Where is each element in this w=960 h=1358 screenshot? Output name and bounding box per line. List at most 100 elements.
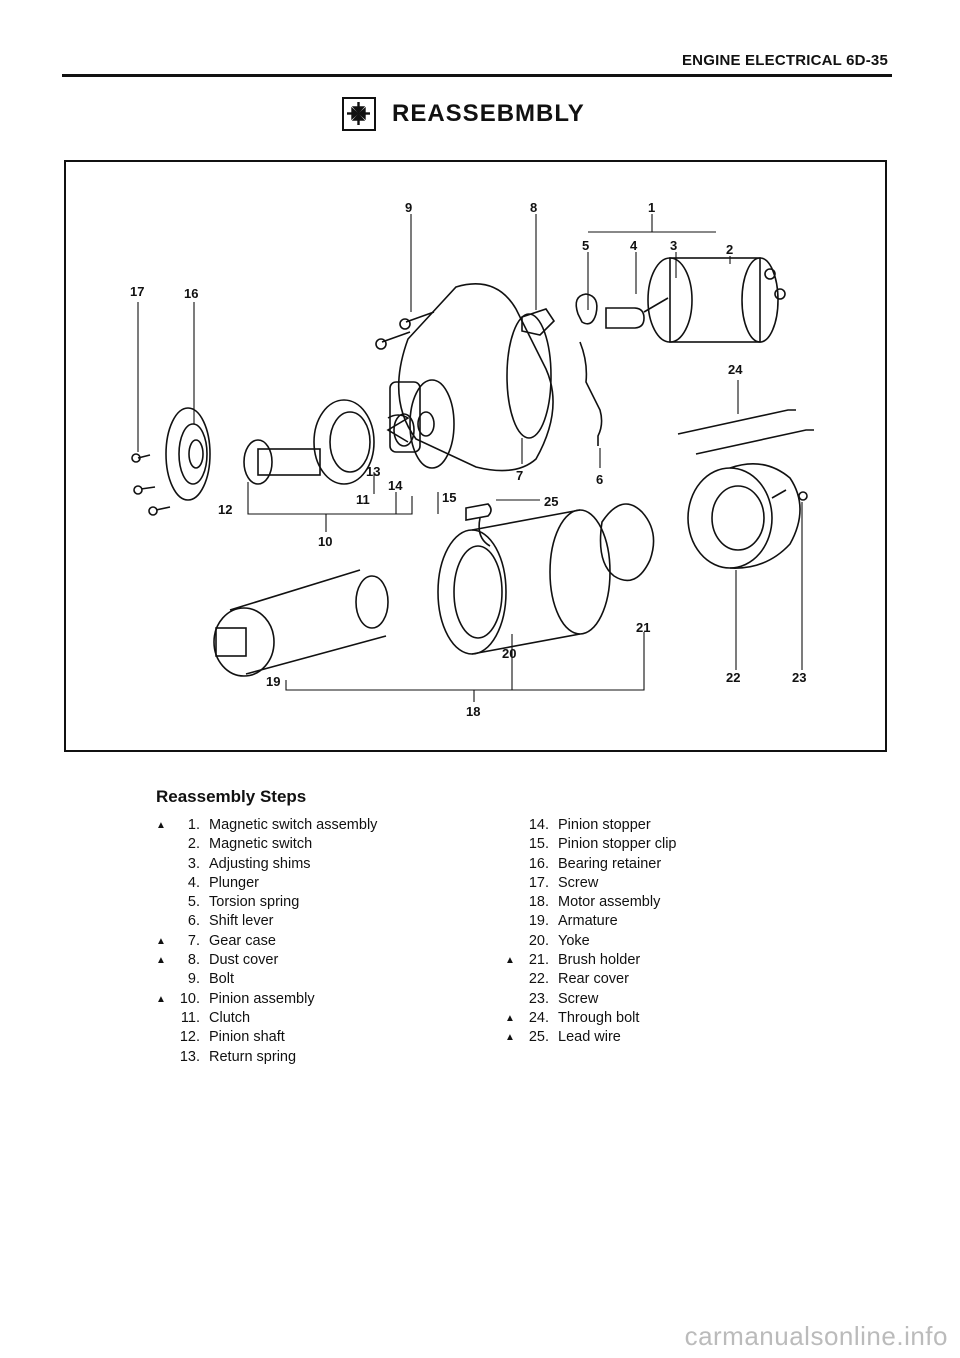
important-marker-icon [505,835,518,854]
page-header: ENGINE ELECTRICAL 6D-35 [681,52,888,69]
screw-23-shapes [771,489,808,501]
important-marker-icon: ▲ [156,993,166,1005]
step-number: 6. [187,913,200,930]
step-item: ▲7.Gear case [156,932,377,951]
callout-1: 1 [648,200,655,215]
important-marker-icon [156,1009,169,1028]
exploded-view-diagram: 9 8 1 5 4 3 2 17 16 24 13 14 7 6 11 15 2… [64,160,887,752]
step-number: 9. [187,971,200,988]
important-marker-icon [156,970,169,989]
step-item: 20.Yoke [505,932,677,951]
step-number: 17. [528,874,549,891]
step-number: 18. [528,894,549,911]
step-label: Screw [558,874,599,891]
brush-holder-shape [599,503,655,582]
important-marker-icon [156,835,169,854]
step-label: Lead wire [558,1029,621,1046]
step-number: 8. [187,952,200,969]
callout-10: 10 [318,534,332,549]
gear-case-shape [389,283,554,472]
step-number: 5. [187,894,200,911]
header-rule [62,74,892,77]
step-item: ▲8.Dust cover [156,951,377,970]
step-label: Adjusting shims [209,855,311,872]
starter-exploded-illustration: 9 8 1 5 4 3 2 17 16 24 13 14 7 6 11 15 2… [130,200,814,719]
important-marker-icon: ▲ [505,1012,515,1024]
step-item: 5. Torsion spring [156,893,377,912]
shift-lever-shape [579,341,603,446]
armature-shape [213,569,389,677]
through-bolt-shapes [677,409,814,455]
important-marker-icon [156,1028,169,1047]
step-label: Clutch [209,1009,251,1026]
step-item: 16. Bearing retainer [505,855,677,874]
step-number: 11. [180,1009,200,1026]
step-label: Return spring [209,1048,297,1065]
bolt-9-shapes [375,311,435,350]
callout-7: 7 [516,468,523,483]
important-marker-icon [505,970,518,989]
step-number: 14. [528,817,549,833]
page-title: REASSEBMBLY [392,100,585,127]
step-number: 25. [528,1029,549,1046]
important-marker-icon [156,1048,169,1067]
important-marker-icon [156,912,169,931]
step-item: 18.Motor assembly [505,893,677,912]
dust-cover-shape [521,308,556,336]
step-label: Pinion stopper clip [558,836,677,853]
step-label: Plunger [209,874,259,891]
step-label: Bearing retainer [558,855,662,872]
yoke-shape [437,509,611,655]
step-number: 3. [187,855,200,872]
step-label: Pinion shaft [209,1029,285,1046]
step-number: 4. [187,874,200,891]
lead-wire-shape [465,503,492,547]
callout-2: 2 [726,242,733,257]
callout-11: 11 [356,492,370,507]
step-item: 6.Shift lever [156,912,377,931]
callout-4: 4 [630,238,638,253]
step-number: 16. [528,855,549,872]
step-number: 23. [528,990,549,1007]
step-label: Armature [558,913,618,930]
step-label: Brush holder [558,952,641,969]
step-number: 12. [179,1029,200,1046]
step-item: 12. Pinion shaft [156,1028,377,1047]
step-item: ▲1.Magnetic switch assembly [156,816,377,835]
step-item: 4. Plunger [156,874,377,893]
callout-21: 21 [636,620,650,635]
callout-20: 20 [502,646,516,661]
step-label: Dust cover [209,952,279,969]
step-item: 23.Screw [505,990,677,1009]
step-item: ▲10.Pinion assembly [156,990,377,1009]
step-label: Torsion spring [209,894,300,911]
important-marker-icon [156,874,169,893]
important-marker-icon [505,855,518,874]
step-item: ▲21.Brush holder [505,951,677,970]
important-marker-icon [156,855,169,874]
callout-16: 16 [184,286,198,301]
step-label: Pinion assembly [209,990,315,1007]
step-item: 11. Clutch [156,1009,377,1028]
torsion-spring-shape [575,293,598,325]
important-marker-icon: ▲ [156,935,166,947]
step-label: Magnetic switch [209,836,313,853]
step-label: Rear cover [558,971,629,988]
callout-13: 13 [366,464,380,479]
callout-12: 12 [218,502,232,517]
callout-19: 19 [266,674,280,689]
step-number: 21. [528,952,549,969]
important-marker-icon [505,912,518,931]
step-item: 13.Return spring [156,1048,377,1067]
leader-lines [137,214,803,702]
screw-17-shapes [131,453,171,516]
step-item: 3. Adjusting shims [156,855,377,874]
step-item: ▲24.Through bolt [505,1009,677,1028]
step-number: 1. [187,817,200,833]
step-number: 2. [187,836,200,853]
reassembly-arrows-icon [342,97,376,131]
step-item: 9.Bolt [156,970,377,989]
callout-9: 9 [405,200,412,215]
callout-8: 8 [530,200,537,215]
